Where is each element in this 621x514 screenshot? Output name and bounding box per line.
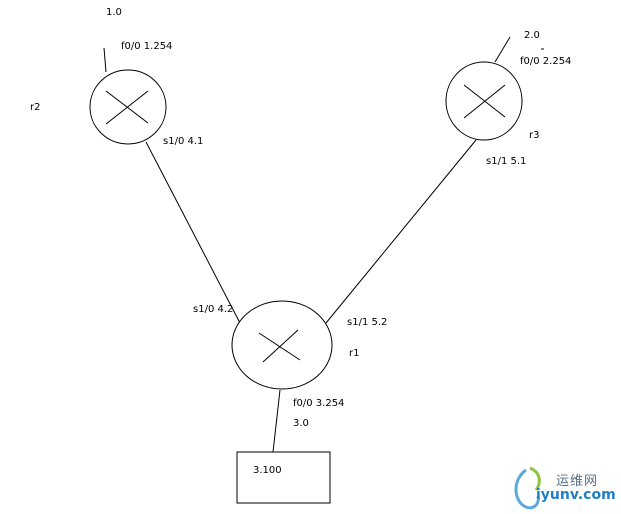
r2-f0-label: f0/0 1.254 xyxy=(121,41,173,52)
r1-s10-label: s1/0 4.2 xyxy=(193,304,234,315)
r1-s11-label: s1/1 5.2 xyxy=(347,317,388,328)
r1-f0-label: f0/0 3.254 xyxy=(293,398,345,409)
watermark-en-text: iyunv.com xyxy=(536,487,616,503)
router-r3[interactable] xyxy=(445,61,523,141)
host-box[interactable] xyxy=(236,451,331,504)
r2-net-label: 1.0 xyxy=(106,7,122,18)
link-r2-r1 xyxy=(145,141,241,324)
r1-name-label: r1 xyxy=(349,348,360,359)
r3-name-label: r3 xyxy=(529,130,540,141)
router-r2[interactable] xyxy=(89,69,167,145)
r2-name-label: r2 xyxy=(30,102,41,113)
r3-f0-label: f0/0 2.254 xyxy=(520,56,572,67)
r2-s-label: s1/0 4.1 xyxy=(163,136,204,147)
r3-net-label: 2.0 xyxy=(524,30,540,41)
link-r2-lan xyxy=(103,47,107,73)
router-r1[interactable] xyxy=(231,300,333,390)
watermark-logo xyxy=(514,466,541,510)
link-r3-lan xyxy=(494,36,511,63)
watermark-cn-text: 运维网 xyxy=(556,474,599,489)
r3-s-label: s1/1 5.1 xyxy=(486,156,527,167)
link-r3-r1 xyxy=(325,139,477,324)
host-label: 3.100 xyxy=(253,465,282,476)
r1-net-label: 3.0 xyxy=(293,418,309,429)
link-r1-host xyxy=(272,389,281,453)
